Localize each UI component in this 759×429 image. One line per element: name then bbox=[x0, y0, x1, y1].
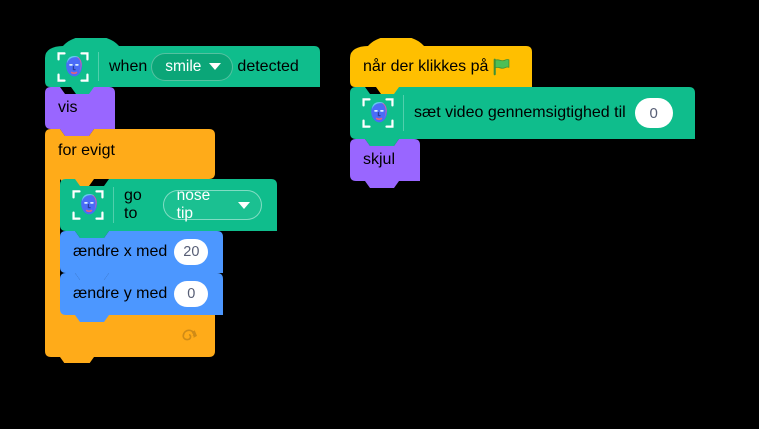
smile-dropdown[interactable]: smile bbox=[151, 52, 234, 81]
face-detection-icon bbox=[57, 51, 89, 82]
block-shape-vis bbox=[45, 87, 115, 136]
block-for-evigt[interactable]: for evigt bbox=[45, 129, 320, 363]
script-green-flag[interactable]: når der klikkes på bbox=[350, 38, 695, 195]
change-x-input[interactable]: 20 bbox=[174, 239, 209, 265]
skjul-label: skjul bbox=[363, 151, 396, 168]
loop-arrow-icon bbox=[181, 327, 197, 342]
block-change-y-by[interactable]: ændre y med 0 bbox=[60, 273, 277, 329]
face-detection-icon bbox=[72, 190, 104, 220]
script-smile-detected[interactable]: when smile detected vis for evi bbox=[45, 38, 320, 363]
extension-divider bbox=[403, 94, 404, 132]
extension-divider bbox=[98, 52, 99, 81]
block-skjul[interactable]: skjul bbox=[350, 139, 695, 195]
smile-dropdown-value: smile bbox=[165, 57, 202, 75]
change-y-label: ændre y med bbox=[73, 285, 168, 302]
detected-label: detected bbox=[237, 57, 299, 75]
vis-label: vis bbox=[58, 99, 78, 116]
block-when-flag-clicked[interactable]: når der klikkes på bbox=[350, 38, 695, 96]
video-transparency-input[interactable]: 0 bbox=[634, 98, 673, 128]
nose-tip-dropdown[interactable]: nose tip bbox=[162, 187, 262, 222]
block-shape-when-flag bbox=[350, 38, 532, 94]
chevron-down-icon bbox=[209, 63, 222, 70]
go-to-label: go to bbox=[124, 187, 142, 222]
block-go-to-nose-tip[interactable]: go to nose tip bbox=[60, 179, 277, 244]
green-flag-icon bbox=[494, 58, 510, 75]
block-shape-set-video-transparency bbox=[350, 87, 695, 146]
face-detection-icon bbox=[362, 98, 394, 128]
nose-tip-dropdown-value: nose tip bbox=[176, 187, 211, 222]
block-when-smile-detected[interactable]: when smile detected bbox=[45, 38, 320, 96]
chevron-down-icon bbox=[238, 201, 250, 209]
when-flag-clicked-label: når der klikkes på bbox=[363, 57, 489, 75]
block-set-video-transparency[interactable]: sæt video gennemsigtighed til 0 bbox=[350, 87, 695, 152]
extension-divider bbox=[113, 186, 114, 224]
change-y-input[interactable]: 0 bbox=[174, 281, 209, 307]
set-video-transparency-label: sæt video gennemsigtighed til bbox=[414, 104, 626, 121]
block-change-x-by[interactable]: ændre x med 20 bbox=[60, 231, 277, 287]
change-x-label: ændre x med bbox=[73, 243, 168, 260]
for-evigt-body[interactable]: go to nose tip ændre x med 20 bbox=[60, 179, 277, 329]
when-label: when bbox=[109, 57, 148, 75]
for-evigt-label: for evigt bbox=[58, 142, 115, 159]
block-shape-skjul bbox=[350, 139, 420, 188]
block-vis[interactable]: vis bbox=[45, 87, 320, 143]
